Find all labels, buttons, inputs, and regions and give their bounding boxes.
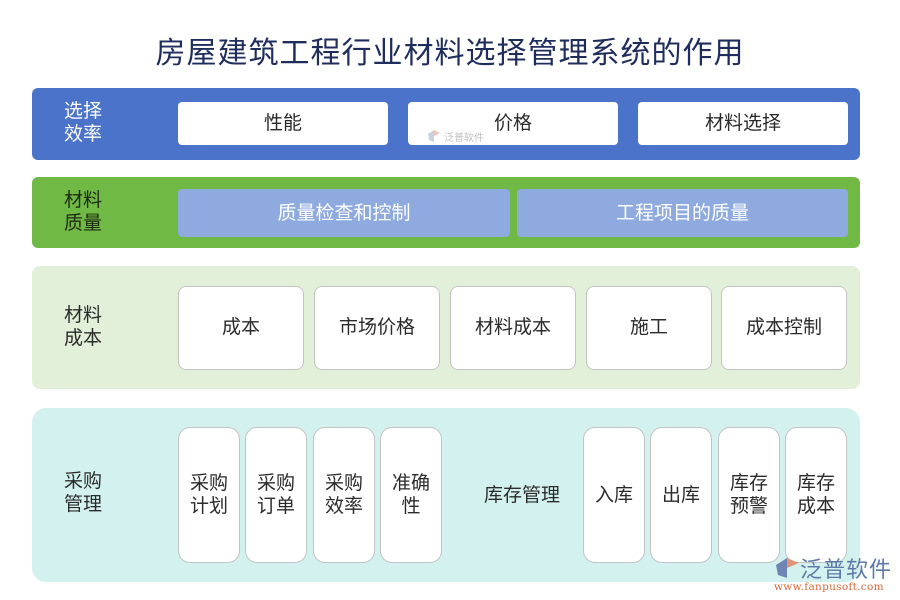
item-market-price: 市场价格 [314,286,440,370]
band-label: 材料 成本 [32,304,142,350]
watermark-logo: 泛普软件 www.fanpusoft.com [770,552,895,596]
item-procurement-plan: 采购计划 [178,427,240,563]
item-text: 库存成本 [796,472,835,517]
item-accuracy: 准确性 [380,427,442,563]
item-text: 库存预警 [729,472,768,517]
band-label-line2: 效率 [64,123,103,145]
watermark-small: 泛普软件 [427,128,484,144]
fanpu-logo-icon [776,558,799,578]
band-selection-efficiency: 选择 效率 性能 价格 材料选择 [32,88,860,160]
band-label: 采购 管理 [32,470,142,516]
band-label-line1: 材料 [64,189,103,211]
item-cost-control: 成本控制 [721,286,847,370]
diagram-title: 房屋建筑工程行业材料选择管理系统的作用 [155,36,745,71]
item-inventory-warning: 库存预警 [718,427,780,563]
item-text: 采购效率 [324,472,363,517]
item-cost: 成本 [178,286,304,370]
band-label-line2: 成本 [64,327,103,349]
item-stock-in: 入库 [583,427,645,563]
item-text: 采购订单 [256,472,295,517]
item-text: 准确性 [391,472,430,517]
band-label-line2: 质量 [64,212,103,234]
band-label-line1: 材料 [64,304,103,326]
item-quality-inspection: 质量检查和控制 [178,189,510,237]
band-material-quality: 材料 质量 质量检查和控制 工程项目的质量 [32,177,860,248]
item-material-cost: 材料成本 [450,286,576,370]
item-performance: 性能 [178,102,388,145]
item-project-quality: 工程项目的质量 [517,189,848,237]
watermark-small-text: 泛普软件 [444,132,484,144]
item-text: 采购计划 [189,472,228,517]
item-material-selection: 材料选择 [638,102,848,145]
item-stock-out: 出库 [650,427,712,563]
band-material-cost: 材料 成本 成本 市场价格 材料成本 施工 成本控制 [32,266,860,389]
item-text: 出库 [661,483,700,506]
item-procurement-order: 采购订单 [245,427,307,563]
band-label-line2: 管理 [64,493,103,515]
item-price: 价格 [408,102,618,145]
band-procurement-management: 采购 管理 采购计划 采购订单 采购效率 准确性 库存管理 入库 出库 库存预警… [32,408,860,582]
item-procurement-efficiency: 采购效率 [313,427,375,563]
band-label: 材料 质量 [32,189,142,235]
band-label-line1: 选择 [64,100,103,122]
fanpu-logo-icon [428,130,440,142]
watermark-url-text: www.fanpusoft.com [774,581,884,593]
item-text: 入库 [594,483,633,506]
inventory-management-label: 库存管理 [483,484,560,506]
item-inventory-cost: 库存成本 [785,427,847,563]
band-label-line1: 采购 [64,470,103,492]
item-construction: 施工 [586,286,712,370]
band-label: 选择 效率 [32,100,142,146]
watermark-brand-text: 泛普软件 [800,558,893,583]
